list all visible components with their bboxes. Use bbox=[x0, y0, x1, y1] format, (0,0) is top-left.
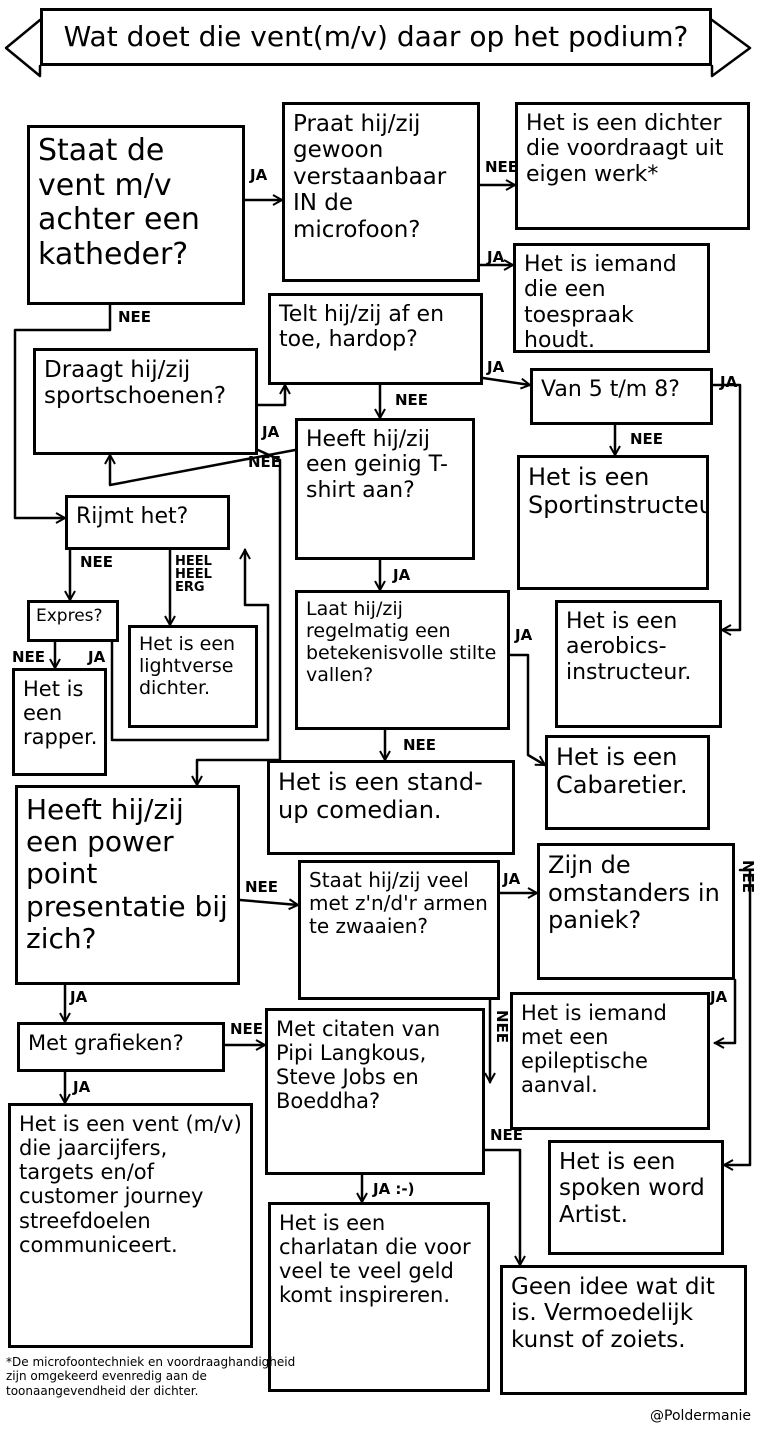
edge-label-nee: NEE bbox=[403, 736, 437, 754]
node-lightverse-text: Het is een lightverse dichter. bbox=[139, 633, 236, 699]
node-sportschoenen: Draagt hij/zij sportschoenen? bbox=[33, 348, 258, 455]
node-lightverse: Het is een lightverse dichter. bbox=[128, 625, 258, 728]
edge-omstanders-spoken bbox=[724, 868, 752, 1165]
edge-van5tm8-aerobics bbox=[711, 383, 742, 630]
node-sportinstructeur: Het is een Sportinstructeur. bbox=[517, 455, 709, 590]
edge-label-ja: JA bbox=[487, 248, 505, 266]
edge-label-ja: JA bbox=[262, 423, 280, 441]
edge-label-nee: NEE bbox=[245, 878, 279, 896]
edge-label-ja: JA bbox=[487, 358, 505, 376]
node-citaten: Met citaten van Pipi Langkous, Steve Job… bbox=[265, 1008, 485, 1175]
edge-label-nee: NEE bbox=[12, 648, 46, 666]
edge-label-ja: JA bbox=[393, 566, 411, 584]
node-stilte: Laat hij/zij regelmatig een betekenisvol… bbox=[295, 590, 510, 730]
node-jaarcijfers-text: Het is een vent (m/v) die jaarcijfers, t… bbox=[19, 1112, 242, 1257]
edge-sportschoenen-telt bbox=[256, 385, 285, 407]
node-toespraak: Het is iemand die een toespraak houdt. bbox=[513, 243, 710, 353]
node-van5tm8: Van 5 t/m 8? bbox=[530, 368, 713, 425]
credit: @Poldermanie bbox=[650, 1408, 752, 1424]
banner-ribbon-right bbox=[710, 18, 752, 78]
edge-label-ja: JA bbox=[70, 988, 88, 1006]
node-charlatan-text: Het is een charlatan die voor veel te ve… bbox=[279, 1211, 471, 1308]
edge-label-nee: NEE bbox=[493, 1010, 511, 1044]
edge-label-nee: NEE bbox=[739, 860, 757, 894]
node-epileptisch: Het is iemand met een epileptische aanva… bbox=[510, 992, 710, 1130]
node-grafieken-text: Met grafieken? bbox=[28, 1031, 184, 1055]
node-standup-text: Het is een stand-up comedian. bbox=[278, 768, 483, 824]
edge-katheder-rijmt bbox=[13, 303, 112, 518]
node-powerpoint: Heeft hij/zij een power point presentati… bbox=[15, 785, 240, 985]
node-dichter: Het is een dichter die voordraagt uit ei… bbox=[515, 102, 750, 230]
node-shirt: Heeft hij/zij een geinig T-shirt aan? bbox=[295, 418, 475, 560]
edge-label-nee: NEE bbox=[490, 1126, 524, 1144]
edge-citaten-geenidee bbox=[483, 1148, 520, 1265]
banner-ribbon-left bbox=[4, 18, 42, 78]
node-praat-text: Praat hij/zij gewoon verstaanbaar IN de … bbox=[293, 111, 447, 243]
node-expres: Expres? bbox=[27, 600, 119, 642]
edge-expres-loop bbox=[110, 550, 270, 742]
node-sportinstructeur-text: Het is een Sportinstructeur. bbox=[528, 463, 706, 519]
edge-label-ja: JA bbox=[88, 648, 106, 666]
edge-label-ja: JA bbox=[503, 870, 521, 888]
node-expres-text: Expres? bbox=[36, 606, 103, 626]
edge-label-ja: JA bbox=[250, 166, 268, 184]
node-stilte-text: Laat hij/zij regelmatig een betekenisvol… bbox=[306, 598, 497, 686]
edge-stilte-cabaretier bbox=[508, 653, 545, 767]
page-title: Wat doet die vent(m/v) daar op het podiu… bbox=[63, 20, 689, 53]
node-spokenword: Het is een spoken word Artist. bbox=[548, 1140, 724, 1255]
node-omstanders: Zijn de omstanders in paniek? bbox=[537, 843, 735, 980]
node-omstanders-text: Zijn de omstanders in paniek? bbox=[548, 851, 720, 935]
node-katheder-text: Staat de vent m/v achter een katheder? bbox=[38, 133, 200, 272]
node-aerobics-text: Het is een aerobics-instructeur. bbox=[566, 609, 692, 685]
node-rapper: Het is een rapper. bbox=[12, 668, 107, 776]
node-sportschoenen-text: Draagt hij/zij sportschoenen? bbox=[44, 357, 227, 410]
edge-label-nee: NEE bbox=[248, 453, 282, 471]
node-charlatan: Het is een charlatan die voor veel te ve… bbox=[268, 1202, 490, 1392]
edge-label-nee: NEE bbox=[230, 1020, 264, 1038]
title-banner: Wat doet die vent(m/v) daar op het podiu… bbox=[40, 8, 712, 66]
edge-label-ja: JA bbox=[720, 373, 738, 391]
edge-label-nee: NEE bbox=[80, 553, 114, 571]
edge-label-nee: NEE bbox=[485, 158, 519, 176]
node-geenidee: Geen idee wat dit is. Vermoedelijk kunst… bbox=[500, 1265, 747, 1395]
edge-label-nee: NEE bbox=[630, 430, 664, 448]
node-toespraak-text: Het is iemand die een toespraak houdt. bbox=[524, 252, 677, 353]
node-praat: Praat hij/zij gewoon verstaanbaar IN de … bbox=[282, 102, 480, 282]
node-rijmt-text: Rijmt het? bbox=[76, 504, 189, 529]
edge-label-nee: NEE bbox=[118, 308, 152, 326]
node-cabaretier: Het is een Cabaretier. bbox=[545, 735, 710, 830]
node-telt-text: Telt hij/zij af en toe, hardop? bbox=[279, 302, 445, 353]
node-katheder: Staat de vent m/v achter een katheder? bbox=[27, 125, 245, 305]
node-armen: Staat hij/zij veel met z'n/d'r armen te … bbox=[298, 860, 500, 1000]
edge-label-nee: NEE bbox=[395, 391, 429, 409]
node-powerpoint-text: Heeft hij/zij een power point presentati… bbox=[26, 793, 228, 955]
node-standup: Het is een stand-up comedian. bbox=[267, 760, 515, 855]
edge-label-ja-smile: JA :-) bbox=[373, 1180, 415, 1198]
footnote: *De microfoontechniek en voordraaghandig… bbox=[6, 1355, 296, 1398]
node-geenidee-text: Geen idee wat dit is. Vermoedelijk kunst… bbox=[511, 1274, 715, 1353]
node-epileptisch-text: Het is iemand met een epileptische aanva… bbox=[521, 1001, 667, 1098]
edge-label-ja: JA bbox=[73, 1078, 91, 1096]
edge-label-heel-heel-erg: HEEL HEEL ERG bbox=[175, 554, 212, 595]
node-rijmt: Rijmt het? bbox=[65, 495, 230, 550]
node-aerobics: Het is een aerobics-instructeur. bbox=[555, 600, 722, 728]
edge-label-ja: JA bbox=[710, 988, 728, 1006]
edge-powerpoint-armen bbox=[238, 900, 298, 905]
edge-label-ja: JA bbox=[515, 626, 533, 644]
node-dichter-text: Het is een dichter die voordraagt uit ei… bbox=[526, 111, 724, 187]
node-shirt-text: Heeft hij/zij een geinig T-shirt aan? bbox=[306, 427, 448, 503]
node-spokenword-text: Het is een spoken word Artist. bbox=[559, 1149, 705, 1228]
node-van5tm8-text: Van 5 t/m 8? bbox=[541, 377, 680, 402]
node-rapper-text: Het is een rapper. bbox=[23, 677, 98, 750]
edge-omstanders-epi bbox=[715, 978, 737, 1043]
node-citaten-text: Met citaten van Pipi Langkous, Steve Job… bbox=[276, 1017, 441, 1114]
edge-shirt-sportschoenen bbox=[110, 448, 297, 487]
edge-telt-van5tm8 bbox=[481, 376, 530, 385]
node-jaarcijfers: Het is een vent (m/v) die jaarcijfers, t… bbox=[8, 1103, 253, 1348]
node-armen-text: Staat hij/zij veel met z'n/d'r armen te … bbox=[309, 868, 488, 938]
node-telt: Telt hij/zij af en toe, hardop? bbox=[268, 293, 483, 385]
node-grafieken: Met grafieken? bbox=[17, 1022, 225, 1072]
node-cabaretier-text: Het is een Cabaretier. bbox=[556, 743, 688, 799]
